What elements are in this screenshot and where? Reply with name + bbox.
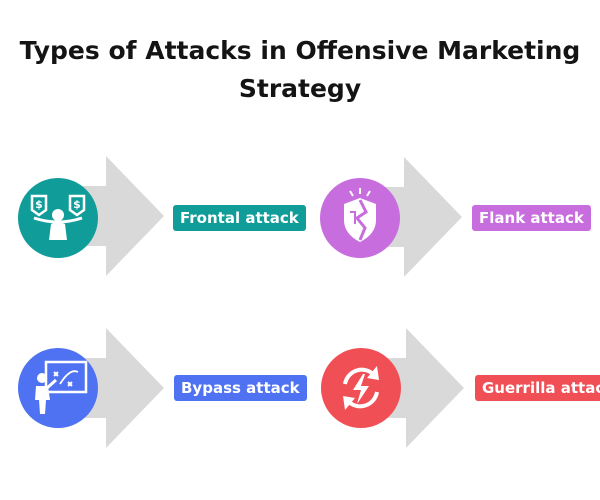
attack-label-bypass: Bypass attack bbox=[174, 375, 307, 401]
lightning-cycle-icon bbox=[343, 366, 379, 410]
bypass-attack-icon-circle bbox=[18, 348, 98, 428]
attack-label-flank: Flank attack bbox=[472, 205, 591, 231]
flank-attack-icon-circle bbox=[320, 178, 400, 258]
attack-label-guerrilla: Guerrilla attack bbox=[475, 375, 600, 401]
strategy-board-icon bbox=[35, 360, 88, 414]
frontal-attack-icon-circle: $ $ bbox=[18, 178, 98, 258]
arrow-shape bbox=[364, 328, 464, 448]
arrow-shape bbox=[64, 328, 164, 448]
attack-label-frontal: Frontal attack bbox=[173, 205, 306, 231]
scales-dollar-icon: $ $ bbox=[30, 194, 86, 240]
title-line-2: Strategy bbox=[238, 74, 362, 103]
title-line-1: Types of Attacks in Offensive Marketing bbox=[19, 36, 581, 65]
svg-text:$: $ bbox=[35, 198, 43, 211]
broken-shield-icon bbox=[344, 188, 376, 242]
svg-text:$: $ bbox=[73, 198, 81, 211]
guerrilla-attack-icon-circle bbox=[321, 348, 401, 428]
arrow-shape bbox=[64, 156, 164, 276]
diagram-title: Types of Attacks in Offensive Marketing … bbox=[0, 32, 600, 108]
